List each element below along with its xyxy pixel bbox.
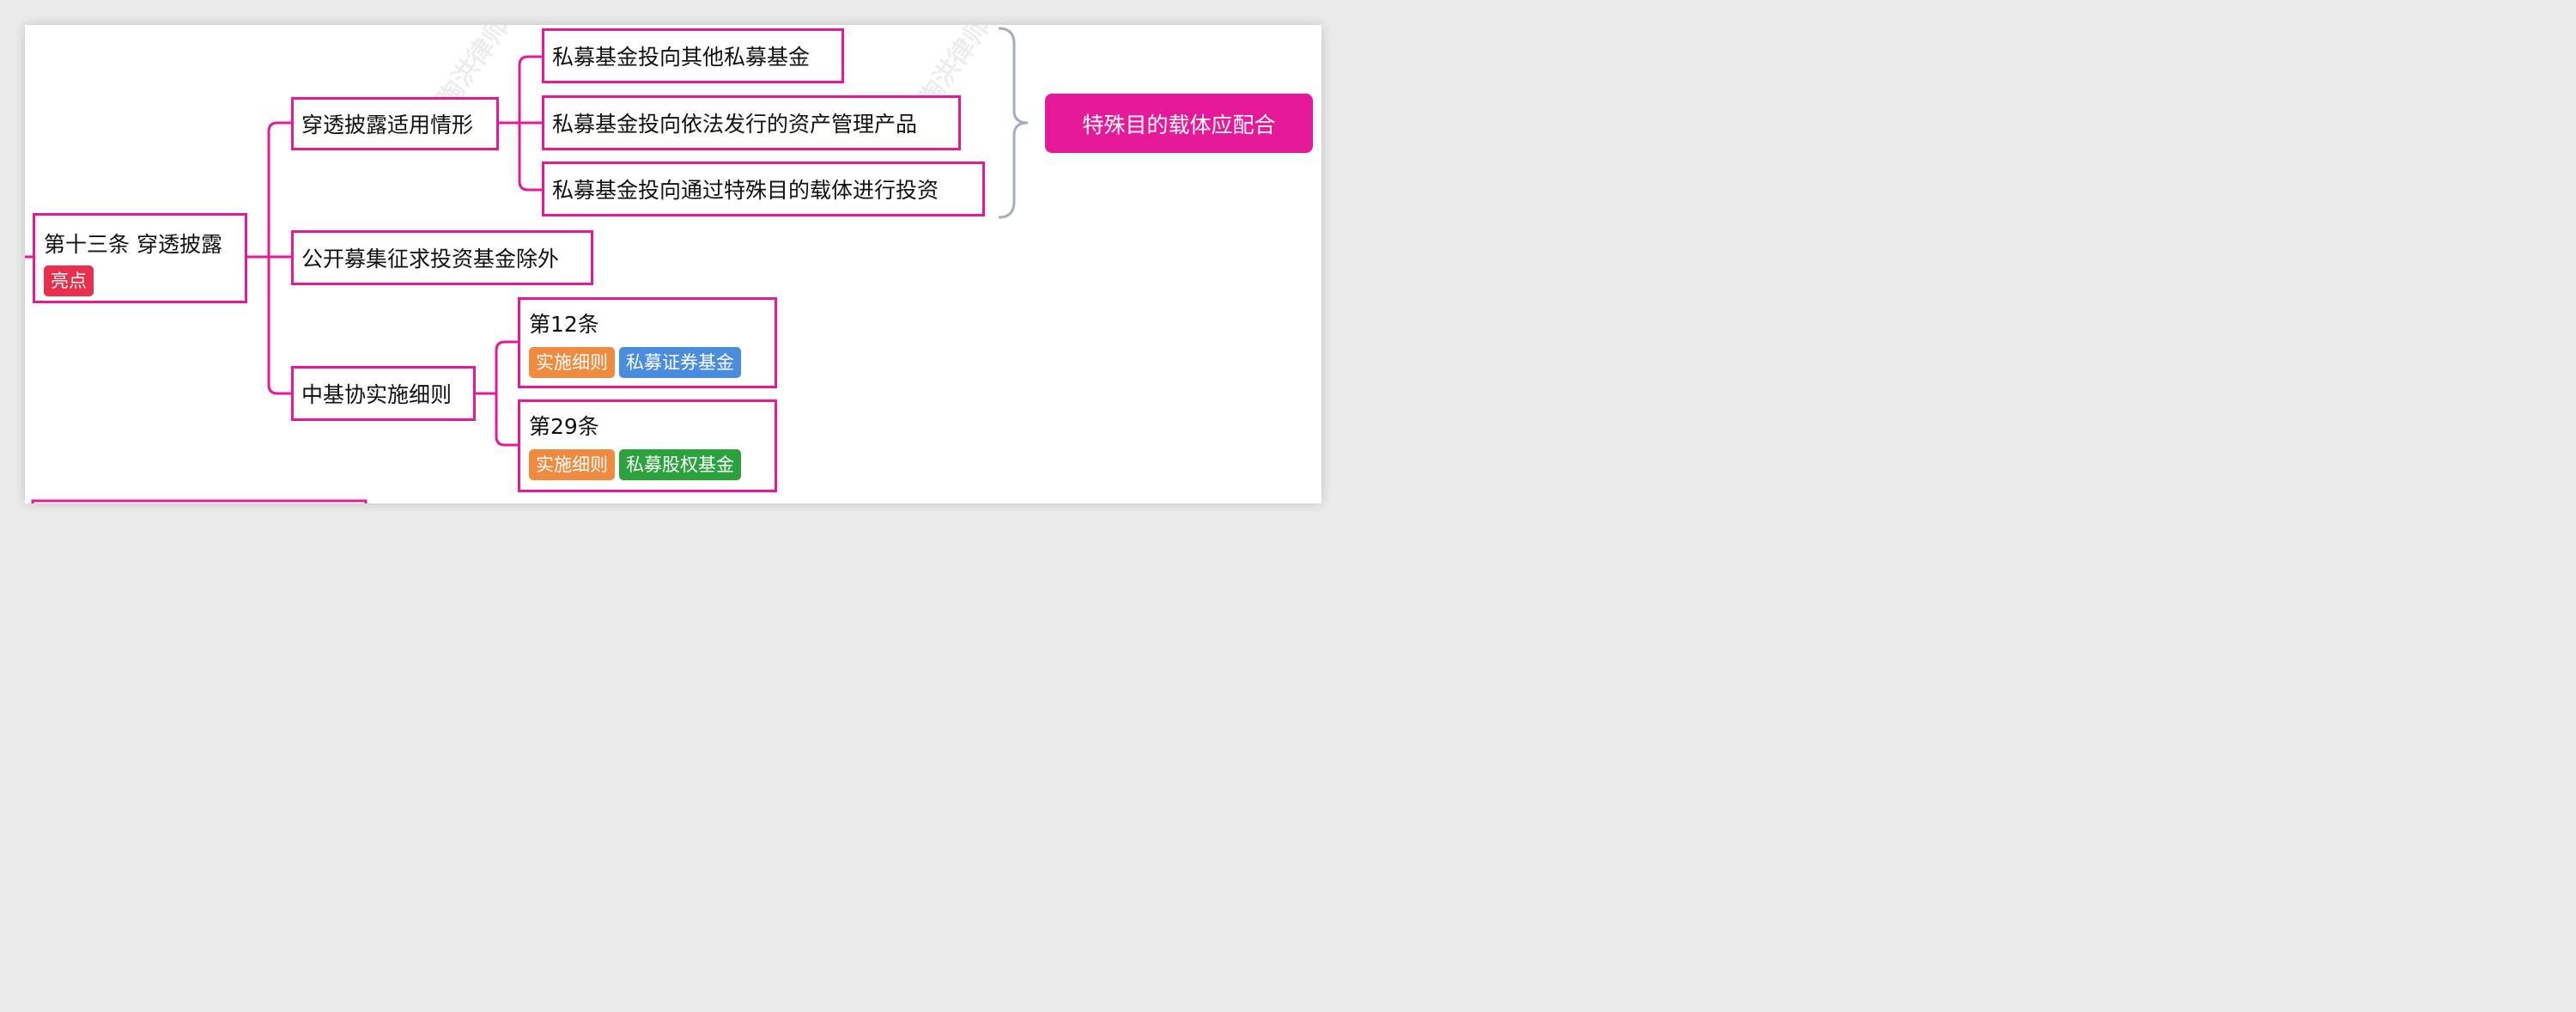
securities-fund-tag: 私募证券基金 [619, 347, 741, 378]
tag-row: 实施细则 私募证券基金 [529, 347, 741, 378]
equity-fund-tag: 私募股权基金 [619, 449, 741, 480]
branch-exception-node[interactable]: 公开募集征求投资基金除外 [291, 230, 593, 285]
root-node[interactable]: 第十三条 穿透披露 亮点 [33, 213, 247, 303]
rules-child-node[interactable]: 第12条 实施细则 私募证券基金 [518, 297, 777, 388]
detail-rules-tag: 实施细则 [529, 347, 615, 378]
connector-root-to-rules [267, 257, 291, 395]
applicable-child-node[interactable]: 私募基金投向其他私募基金 [542, 28, 844, 83]
summary-node[interactable]: 特殊目的载体应配合 [1045, 94, 1313, 153]
branch-rules-label: 中基协实施细则 [301, 382, 453, 407]
tag-row: 实施细则 私募股权基金 [529, 449, 741, 480]
applicable-child-label: 私募基金投向其他私募基金 [552, 45, 811, 70]
rules-child-node[interactable]: 第29条 实施细则 私募股权基金 [518, 399, 777, 492]
rules-child-title: 第29条 [529, 414, 599, 439]
mindmap-canvas: 陶洪律师 陶洪律师 第十三条 穿透披露 亮点 穿透披露适用情形 私募基金投向其他… [25, 25, 1321, 503]
applicable-child-label: 私募基金投向依法发行的资产管理产品 [552, 112, 918, 137]
branch-exception-label: 公开募集征求投资基金除外 [301, 247, 560, 271]
applicable-child-node[interactable]: 私募基金投向依法发行的资产管理产品 [542, 95, 961, 150]
summary-brace [998, 27, 1029, 219]
highlight-tag: 亮点 [44, 265, 94, 296]
summary-label: 特殊目的载体应配合 [1082, 112, 1276, 137]
applicable-child-label: 私募基金投向通过特殊目的载体进行投资 [552, 178, 939, 203]
connector-rules-child-2 [495, 393, 518, 447]
connector-applicable-child-3 [518, 123, 542, 192]
connector-next-node-edge [31, 499, 368, 503]
applicable-child-node[interactable]: 私募基金投向通过特殊目的载体进行投资 [542, 162, 985, 216]
connector-applicable-child-1 [518, 55, 542, 123]
connector-lines [25, 27, 1029, 503]
root-title: 第十三条 穿透披露 [44, 232, 222, 257]
connector-rules-child-1 [495, 340, 518, 393]
rules-child-title: 第12条 [529, 312, 599, 337]
connector-root-to-applicable [267, 121, 291, 257]
branch-rules-node[interactable]: 中基协实施细则 [291, 366, 476, 421]
branch-applicable-label: 穿透披露适用情形 [301, 113, 474, 137]
branch-applicable-node[interactable]: 穿透披露适用情形 [291, 97, 499, 150]
detail-rules-tag: 实施细则 [529, 449, 615, 480]
